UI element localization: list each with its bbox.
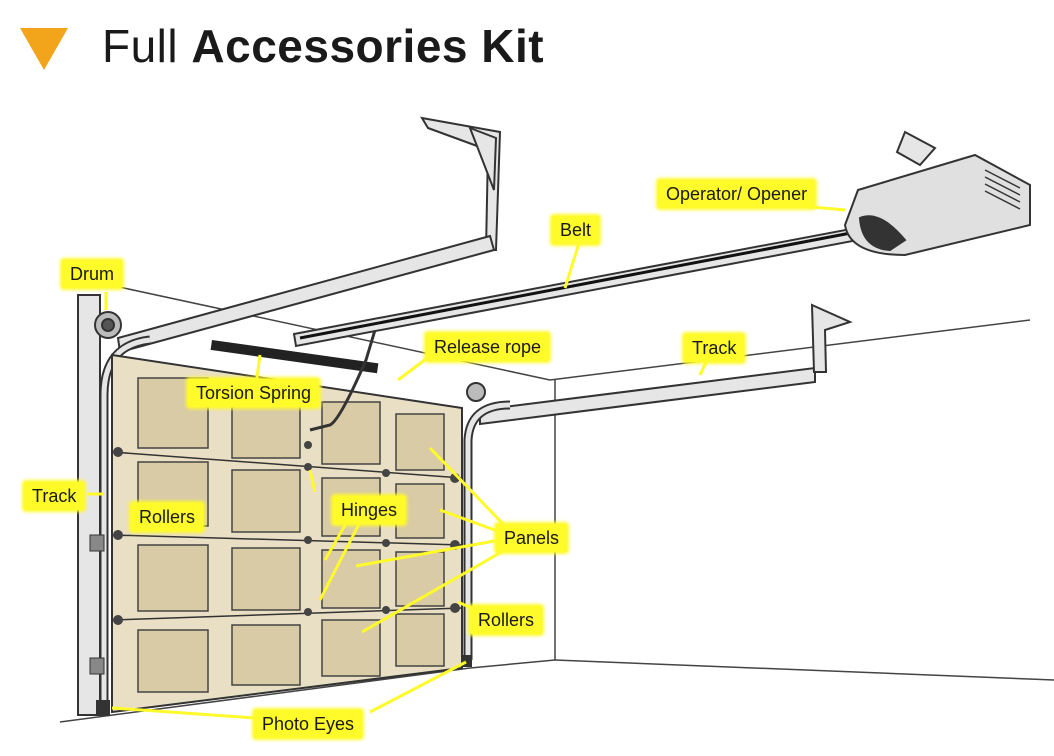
label-panels: Panels: [496, 524, 568, 552]
label-drum: Drum: [62, 260, 122, 288]
right-track: [479, 303, 853, 426]
release-rope-line: [309, 329, 377, 432]
title-bold-text: Accessories Kit: [191, 20, 545, 72]
label-track-left: Track: [24, 482, 85, 510]
page-title: Full Accessories Kit: [20, 14, 544, 78]
torsion-spring: [210, 340, 379, 374]
left-overhead-rail: [116, 116, 502, 354]
label-rollers-left: Rollers: [131, 503, 204, 531]
label-operator-opener: Operator/ Opener: [658, 180, 816, 208]
operator-unit: [843, 130, 1031, 257]
label-track-top: Track: [684, 334, 745, 362]
label-photo-eyes: Photo Eyes: [254, 710, 363, 738]
label-belt: Belt: [552, 216, 600, 244]
label-rollers-right: Rollers: [470, 606, 543, 634]
belt-rail: [292, 226, 860, 348]
triangle-marker-icon: [20, 28, 68, 70]
title-light-text: Full: [102, 20, 179, 72]
label-release-rope: Release rope: [426, 333, 550, 361]
label-hinges: Hinges: [333, 496, 406, 524]
garage-door: [89, 353, 472, 716]
label-torsion-spring: Torsion Spring: [188, 379, 320, 407]
